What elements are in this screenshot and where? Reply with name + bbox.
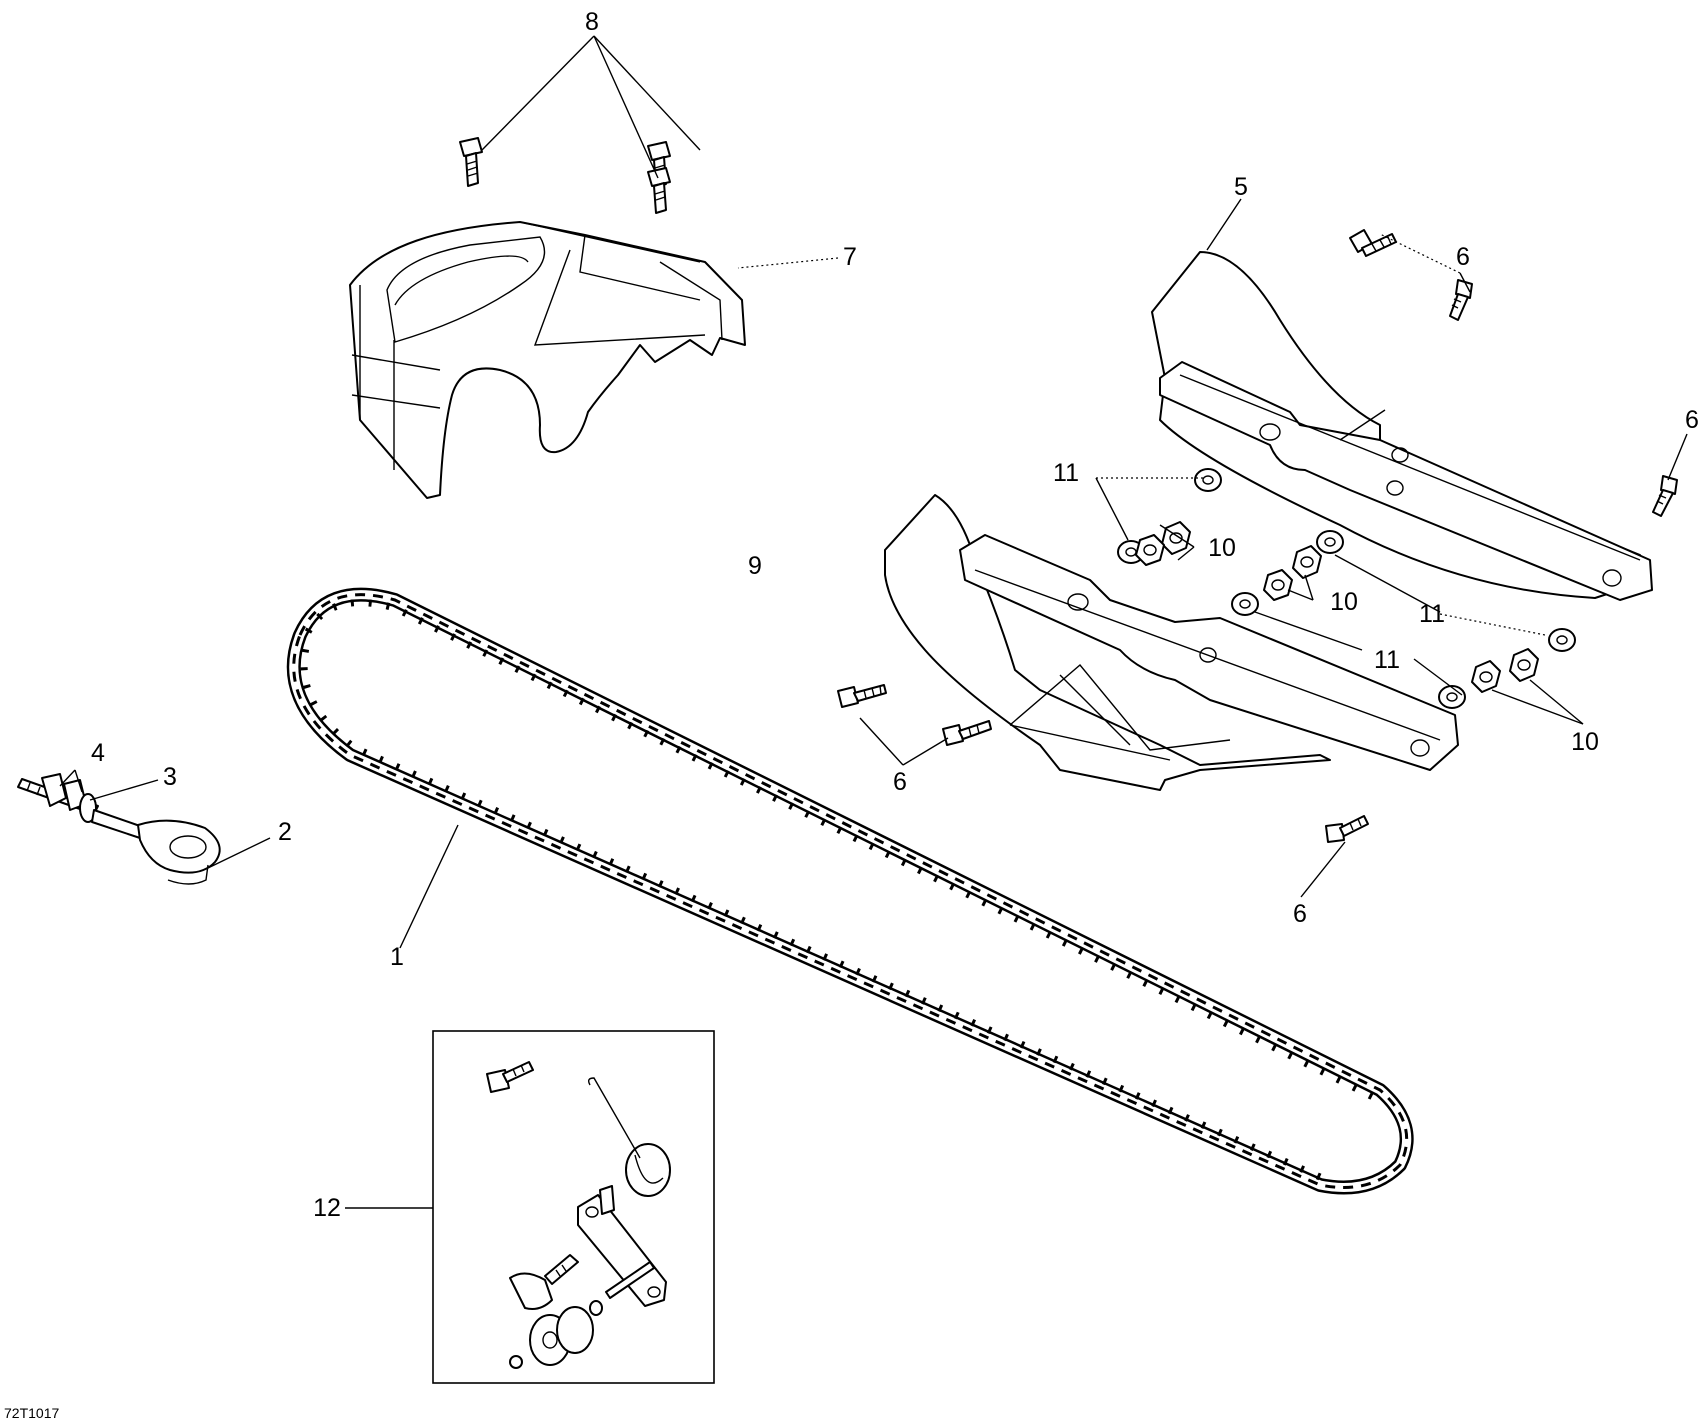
leader-lines [59,35,1688,1209]
callout-10: 10 [1571,728,1599,756]
roller-chain-part-1 [286,587,1414,1195]
callout-6: 6 [1456,243,1470,271]
chain-guide-part-5 [1151,251,1653,601]
callout-12: 12 [313,1194,341,1222]
figure-reference: 72T1017 [4,1405,59,1421]
callout-6: 6 [893,768,907,796]
callout-2: 2 [278,818,292,846]
callout-10: 10 [1330,588,1358,616]
callout-3: 3 [163,763,177,791]
sprocket-guard-part-7 [349,221,746,499]
callout-9: 9 [748,552,762,580]
callout-4: 4 [91,739,105,767]
bolts-part-6 [837,229,1678,843]
chain-adjuster-part-2-3-4 [17,773,221,885]
master-link-kit-part-12 [432,1030,715,1384]
callout-11: 11 [1419,600,1445,628]
callout-5: 5 [1234,173,1248,201]
callout-10: 10 [1208,534,1236,562]
callout-6: 6 [1685,406,1699,434]
callout-11: 11 [1053,459,1079,487]
callout-8: 8 [585,8,599,36]
callouts: 8 7 5 6 6 11 10 9 10 11 11 10 6 6 4 3 2 … [4,8,1699,1421]
chain-guide-part-9 [884,494,1459,791]
callout-11: 11 [1374,646,1400,674]
bolts-part-8 [459,137,671,214]
callout-1: 1 [390,943,404,971]
callout-7: 7 [843,243,857,271]
callout-6: 6 [1293,900,1307,928]
